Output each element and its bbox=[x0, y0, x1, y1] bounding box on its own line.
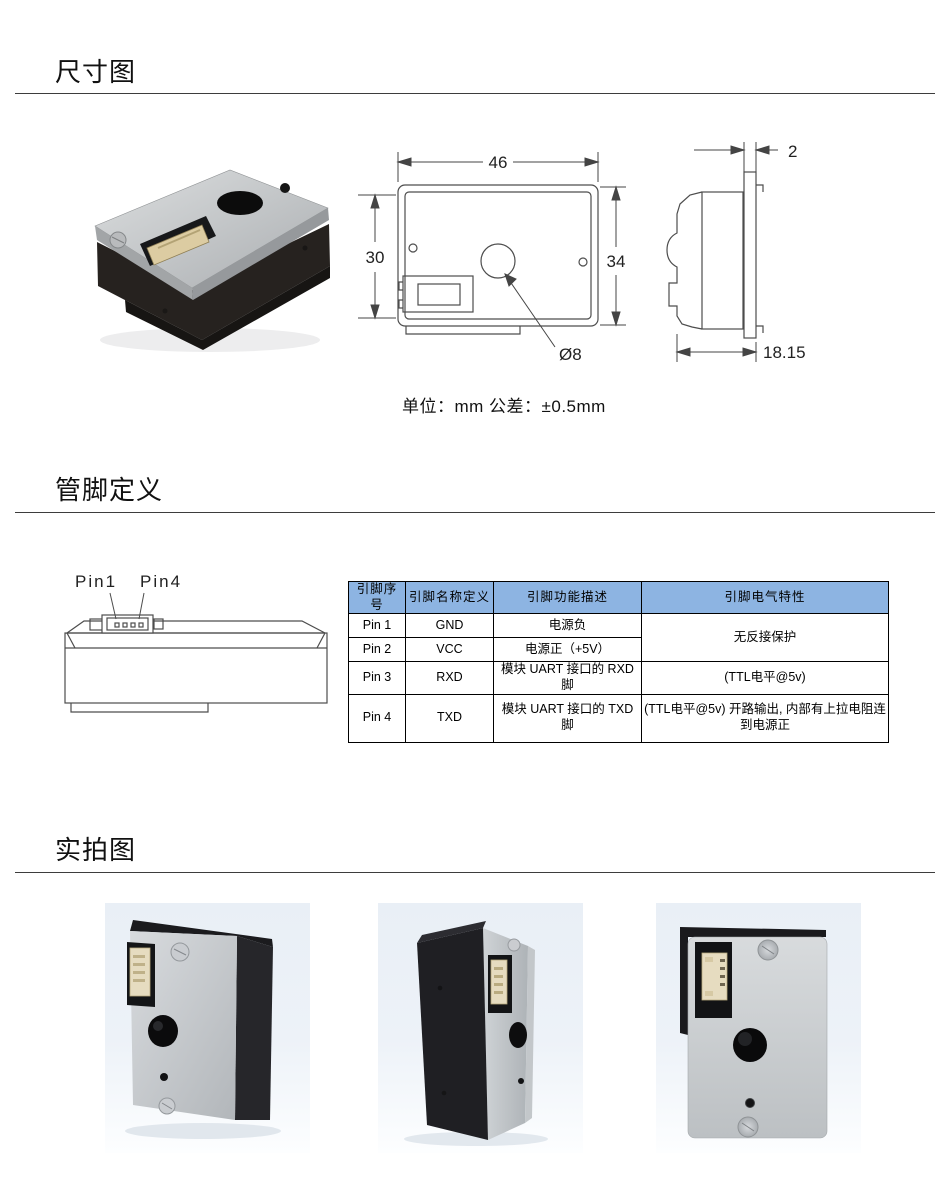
col-header-pin-number: 引脚序号 bbox=[348, 580, 406, 615]
side-view-drawing: 2 18.15 bbox=[666, 142, 806, 362]
section-divider bbox=[15, 872, 935, 873]
sensor-front-art bbox=[680, 927, 828, 1139]
pin-definition-table: 引脚序号 引脚名称定义 引脚功能描述 引脚电气特性 Pin 1 GND 电源负 … bbox=[348, 580, 889, 743]
sensor-front-left-photo bbox=[105, 903, 310, 1153]
front-view-drawing: 46 34 30 Ø8 bbox=[358, 152, 626, 364]
sensor-side-left-art bbox=[404, 921, 548, 1146]
sensor-body-art bbox=[94, 169, 330, 352]
pin-function-cell: 模块 UART 接口的 TXD 脚 bbox=[493, 693, 642, 743]
front-view-dimensions bbox=[358, 152, 626, 348]
section-title-photos: 实拍图 bbox=[55, 835, 137, 865]
pin-name-cell: RXD bbox=[405, 661, 494, 695]
sensor-front-photo bbox=[656, 903, 861, 1153]
pin-number-cell: Pin 2 bbox=[348, 637, 406, 663]
pin-function-cell: 模块 UART 接口的 RXD 脚 bbox=[493, 661, 642, 695]
dim-inner-height-label: 30 bbox=[366, 248, 385, 267]
pin-name-cell: TXD bbox=[405, 693, 494, 743]
pin-number-cell: Pin 3 bbox=[348, 661, 406, 695]
side-view-dimensions bbox=[675, 142, 778, 362]
pin-number-cell: Pin 4 bbox=[348, 693, 406, 743]
col-header-pin-electrical: 引脚电气特性 bbox=[641, 580, 889, 615]
pin-electrical-cell: (TTL电平@5v) bbox=[641, 661, 889, 695]
section-title-pins: 管脚定义 bbox=[55, 475, 164, 505]
pin-function-cell: 电源正（+5V） bbox=[493, 637, 642, 663]
dim-width-label: 46 bbox=[489, 153, 508, 172]
pin-name-cell: GND bbox=[405, 613, 494, 639]
dim-hole-diameter-label: Ø8 bbox=[559, 345, 582, 364]
table-row: Pin 3 RXD 模块 UART 接口的 RXD 脚 (TTL电平@5v) bbox=[348, 661, 889, 695]
pin-number-cell: Pin 1 bbox=[348, 613, 406, 639]
section-divider bbox=[15, 93, 935, 94]
front-view-outline bbox=[397, 184, 599, 335]
table-row: Pin 4 TXD 模块 UART 接口的 TXD 脚 (TTL电平@5v) 开… bbox=[348, 693, 889, 743]
pin4-label: Pin4 bbox=[140, 572, 182, 591]
sensor-isometric-photo bbox=[94, 169, 330, 352]
dimension-units-caption: 单位：mm 公差：±0.5mm bbox=[402, 397, 606, 416]
pin-electrical-cell: (TTL电平@5v) 开路输出, 内部有上拉电阻连到电源正 bbox=[641, 693, 889, 743]
table-row: Pin 1 GND 电源负 无反接保护 bbox=[348, 613, 889, 663]
pin-electrical-merged-cell: 无反接保护 bbox=[641, 613, 889, 663]
sensor-front-left-art bbox=[125, 920, 281, 1139]
sensor-body-art bbox=[125, 920, 281, 1139]
pin-diagram: Pin1 Pin4 bbox=[64, 572, 328, 713]
dim-height-label: 34 bbox=[607, 252, 626, 271]
pin-diagram-outline bbox=[64, 592, 328, 713]
col-header-pin-name: 引脚名称定义 bbox=[405, 580, 494, 615]
pin1-label: Pin1 bbox=[75, 572, 117, 591]
side-view-outline bbox=[666, 171, 764, 339]
sensor-body-art bbox=[680, 927, 828, 1139]
pin-table-header-row: 引脚序号 引脚名称定义 引脚功能描述 引脚电气特性 bbox=[348, 580, 889, 615]
pin-name-cell: VCC bbox=[405, 637, 494, 663]
sensor-side-left-photo bbox=[378, 903, 583, 1153]
section-divider bbox=[15, 512, 935, 513]
pin-function-cell: 电源负 bbox=[493, 613, 642, 639]
section-title-dimensions: 尺寸图 bbox=[55, 57, 137, 87]
sensor-body-art bbox=[404, 921, 548, 1146]
dim-depth-label: 18.15 bbox=[763, 343, 806, 362]
col-header-pin-function: 引脚功能描述 bbox=[493, 580, 642, 615]
dim-flange-label: 2 bbox=[788, 142, 797, 161]
